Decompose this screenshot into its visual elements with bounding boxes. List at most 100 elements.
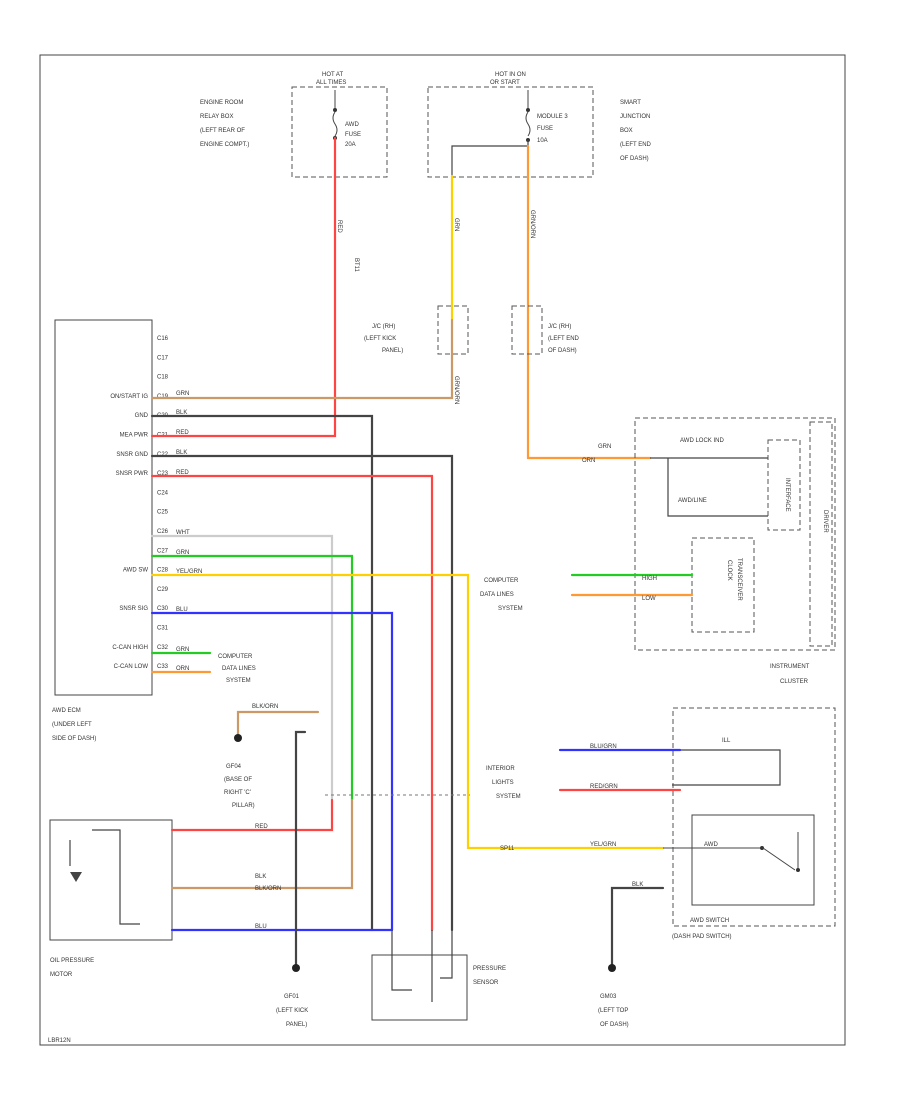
cluster-driver-module [809,421,833,647]
ecm-pin-name: GND [135,413,149,419]
ecm-wire-canh: GRN [176,647,189,653]
ground-symbol-gf04 [234,734,242,742]
switch-ill: ILL [722,738,731,744]
motor-symbol [69,829,140,925]
interior-wire-1: BLU/GRN [590,744,617,750]
pressure-sensor-box [371,954,468,1021]
interior-3: SYSTEM [496,794,521,800]
fuse-symbol-left [332,90,338,140]
fuse-left-hot-line-1: HOT AT [322,72,343,78]
cluster-driver-label: DRIVER [822,510,828,533]
fuse-left-loc-3: (LEFT REAR OF [200,128,245,134]
sensor-loc-2: SENSOR [473,980,499,986]
can-right-1: COMPUTER [484,578,519,584]
fuse-right-hot-line-2: OR START [490,80,520,86]
ecm-wire-canl: ORN [176,666,189,672]
gf04-4: PILLAR) [232,803,255,809]
fuse-left-loc-4: ENGINE COMPT.) [200,142,249,148]
wire-left-fuse-code: BT11 [353,258,359,273]
instrument-cluster-box [634,417,836,651]
fuse-left-hot-line-2: ALL TIMES [316,80,346,86]
awd-ecm-box [54,319,153,696]
jc-right-2: (LEFT END [548,336,580,342]
cluster-module-label: INTERFACE [784,478,790,512]
interior-2: LIGHTS [492,780,514,786]
ecm-wire-sgnd: BLK [176,450,187,456]
sensor-lead-c [440,930,453,979]
motor-loc-2: MOTOR [50,972,73,978]
motor-wire-2b: BLK/ORN [255,886,281,892]
can-left-3: SYSTEM [226,678,251,684]
ecm-loc-3: SIDE OF DASH) [52,736,96,742]
switch-loc-2: (DASH PAD SWITCH) [672,934,732,940]
ecm-pin-number: C28 [157,568,169,574]
switch-blk-label: BLK [632,882,643,888]
wire-motor-red [170,798,334,832]
cluster-loc-1: INSTRUMENT [770,664,810,670]
can-left-1: COMPUTER [218,654,253,660]
gm03-2: (LEFT TOP [598,1008,628,1014]
interior-wire-2: RED/GRN [590,784,618,790]
motor-wire-3: BLU [255,924,267,930]
ground-top-wire: BLK/ORN [252,704,278,710]
oil-pressure-motor-box [49,819,173,941]
fuse-right-name-2: FUSE [537,126,553,132]
jc-right-1: J/C (RH) [548,324,571,330]
ecm-pin-number: C18 [157,375,169,381]
wire-switch-ground [610,886,665,966]
wire-cluster-in-b: ORN [582,458,595,464]
motor-loc-1: OIL PRESSURE [50,958,94,964]
fuse-symbol-right [525,90,531,142]
ecm-wire-sig: BLU [176,607,188,613]
jc-left-3: PANEL) [382,348,403,354]
gf04-2: (BASE OF [224,777,252,783]
wire-snsr-pwr-red [150,474,434,932]
diagram-frame [39,54,846,1046]
gf04-1: GF04 [226,764,242,770]
can-right-2: DATA LINES [480,592,514,598]
jc-left-end-dash [511,305,543,355]
fuse-right-loc-2: JUNCTION [620,114,650,120]
cluster-clock-transceiver [691,537,755,633]
ecm-wire-awd: YEL/GRN [176,569,202,575]
ecm-wire-spwr: RED [176,470,189,476]
ecm-loc-1: AWD ECM [52,708,81,714]
footer-code: LBR12N [48,1038,71,1044]
wire-left-fuse-label: RED [336,220,342,233]
ecm-pin-number: C25 [157,510,169,516]
sensor-lead-a [391,930,412,991]
switch-symbol [663,832,800,872]
cluster-can-high: HIGH [642,576,657,582]
cluster-ckt-1: CLOCK [726,560,732,581]
ecm-wire-mea: RED [176,430,189,436]
fuse-left-loc-1: ENGINE ROOM [200,100,243,106]
cluster-ckt-2: TRANSCEIVER [736,558,742,601]
gf04-3: RIGHT 'C' [224,790,251,796]
ecm-pin-number: C26 [157,529,169,535]
gf01-3: PANEL) [286,1022,307,1028]
awd-switch-inner [691,814,815,906]
wire-ign-tan [150,318,454,400]
ecm-pin-name: ON/START IG [110,394,148,400]
gm03-3: OF DASH) [600,1022,629,1028]
ecm-pin-name: MEA PWR [120,433,149,439]
ecm-pin-number: C24 [157,490,169,496]
cluster-can-low: LOW [642,596,656,602]
fuse-right-name-1: MODULE 3 [537,114,568,120]
gf01-2: (LEFT KICK [276,1008,308,1014]
cluster-lock-label: AWD LOCK IND [680,438,724,444]
wire-white [150,534,334,802]
splice-label: SP11 [500,846,515,852]
smart-junction-box [427,86,594,178]
fuse-right-loc-3: BOX [620,128,633,134]
fuse-right-loc-1: SMART [620,100,641,106]
fuse-right-hot-line-1: HOT IN ON [495,72,526,78]
ecm-pin-number: C23 [157,471,169,477]
motor-wire-2: BLK [255,874,266,880]
ecm-pin-name: C-CAN HIGH [112,645,148,651]
gf01-1: GF01 [284,994,300,1000]
wire-awd-switch-yellow [150,573,665,850]
wire-jc-left-label: GRN/ORN [453,376,459,404]
ecm-wire-gnd: BLK [176,410,187,416]
